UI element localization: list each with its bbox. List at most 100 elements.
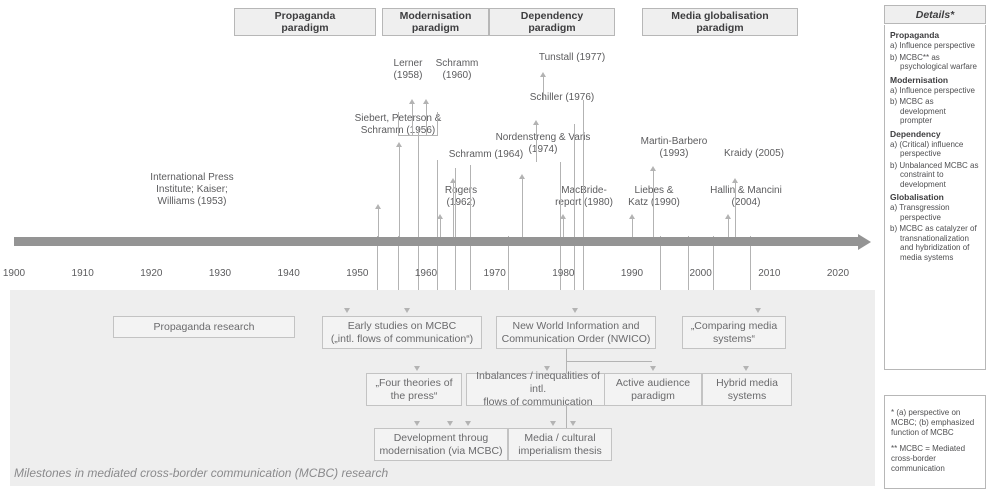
milestone-arrow-icon <box>437 214 443 219</box>
flow-arrow-icon <box>447 421 453 426</box>
milestone-stem <box>653 170 654 237</box>
citation-label: Schramm(1960) <box>435 58 479 81</box>
milestone-arrow-icon <box>725 214 731 219</box>
flow-arrow-icon <box>414 421 420 426</box>
connector-line <box>437 112 438 136</box>
milestone-arrow-icon <box>375 204 381 209</box>
flow-arrow-icon <box>650 366 656 371</box>
flow-arrow-icon <box>344 308 350 313</box>
citation-label: Tunstall (1977) <box>538 52 606 63</box>
details-section-heading: Globalisation <box>890 192 944 202</box>
flow-arrow-icon <box>404 308 410 313</box>
flow-arrow-icon <box>572 308 578 313</box>
milestone-arrow-icon <box>409 99 415 104</box>
figure-caption: Milestones in mediated cross-border comm… <box>14 466 389 480</box>
milestone-stem <box>412 103 413 135</box>
details-section-item: a) Influence perspective <box>890 41 975 50</box>
milestone-arrow-icon <box>533 120 539 125</box>
citation-label: Rogers(1962) <box>444 185 478 208</box>
flow-arrow-icon <box>743 366 749 371</box>
details-section-heading: Dependency <box>890 128 941 139</box>
axis-year-label: 1980 <box>552 268 575 279</box>
milestone-arrow-icon <box>519 174 525 179</box>
connector-line <box>574 124 575 316</box>
citation-label: Hallin & Mancini(2004) <box>710 185 782 208</box>
milestone-stem <box>440 218 441 237</box>
details-section-item: a) (Critical) influence perspective <box>890 139 964 159</box>
axis-year-label: 1950 <box>346 268 369 279</box>
axis-year-label: 2020 <box>826 268 850 279</box>
axis-year-label: 1930 <box>208 268 232 279</box>
milestone-arrow-icon <box>650 166 656 171</box>
connector-line <box>660 236 661 316</box>
details-header: Details* <box>884 5 986 24</box>
details-section-item: b) MCBC as catalyzer of transnationaliza… <box>890 224 977 262</box>
axis-year-label: 1910 <box>71 268 94 279</box>
details-section-item: a) Influence perspective <box>890 85 975 95</box>
flow-arrow-icon <box>465 421 471 426</box>
milestone-arrow-icon <box>732 178 738 183</box>
milestone-arrow-icon <box>423 99 429 104</box>
details-section-item: b) Unbalanced MCBC as constraint to deve… <box>890 160 979 189</box>
connector-line <box>398 236 399 316</box>
citation-label: MacBride-report (1980) <box>555 185 613 208</box>
concept-panel: Propaganda research Early studies on MCBC… <box>10 290 875 486</box>
axis-year-label: 1960 <box>414 268 438 279</box>
milestone-stem <box>735 182 736 237</box>
milestone-stem <box>543 76 544 100</box>
milestone-stem <box>522 178 523 237</box>
citation-label: Lerner(1958) <box>393 58 423 81</box>
citation-label: Schramm (1964) <box>448 149 524 160</box>
milestone-stem <box>632 218 633 237</box>
citation-label: Liebes &Katz (1990) <box>628 185 680 208</box>
milestone-stem <box>399 146 400 237</box>
flow-arrow-icon <box>544 366 550 371</box>
concept-box-r1-0: Propaganda research <box>113 316 295 338</box>
milestone-stem <box>426 103 427 135</box>
connector-line <box>508 236 509 316</box>
milestone-arrow-icon <box>450 178 456 183</box>
milestone-arrow-icon <box>560 214 566 219</box>
timeline-axis-arrow-icon <box>858 233 871 250</box>
details-section-item: b) MCBC** as psychological warfare <box>890 52 977 72</box>
milestone-stem <box>378 208 379 237</box>
milestone-stem <box>563 218 564 237</box>
milestone-arrow-icon <box>540 72 546 77</box>
flow-arrow-icon <box>755 308 761 313</box>
connector-line <box>713 236 714 316</box>
citation-label: Kraidy (2005) <box>723 148 785 159</box>
citation-label: Nordenstreng & Varis(1974) <box>495 132 591 155</box>
citation-label: Schiller (1976) <box>529 92 595 103</box>
connector-line <box>688 236 689 316</box>
milestone-stem <box>453 182 454 237</box>
flow-arrow-icon <box>414 366 420 371</box>
details-footnotes: * (a) perspective on MCBC; (b) emphasize… <box>884 395 986 489</box>
axis-year-label: 1940 <box>277 268 300 279</box>
connector-line <box>583 100 584 316</box>
details-section-heading: Modernisation <box>890 74 949 85</box>
axis-year-label: 1900 <box>2 268 26 279</box>
concept-box-r2-1: Inbalances / inequalities of intl.flows … <box>466 370 610 408</box>
axis-year-label: 2000 <box>689 268 712 279</box>
connector-line <box>750 236 751 316</box>
milestone-stem <box>728 218 729 237</box>
flow-arrow-icon <box>570 421 576 426</box>
citation-label: Martin-Barbero(1993) <box>640 136 708 159</box>
timeline-axis-bar <box>14 237 858 246</box>
milestone-arrow-icon <box>629 214 635 219</box>
axis-year-label: 1920 <box>140 268 163 279</box>
axis-year-label: 1990 <box>620 268 644 279</box>
concept-box-r1-1: Early studies on MCBC(„intl. flows of co… <box>322 316 482 349</box>
details-footnote: * (a) perspective on MCBC; (b) emphasize… <box>891 408 975 437</box>
details-section-item: b) MCBC as development prompter <box>890 97 946 125</box>
connector-line <box>566 361 652 362</box>
